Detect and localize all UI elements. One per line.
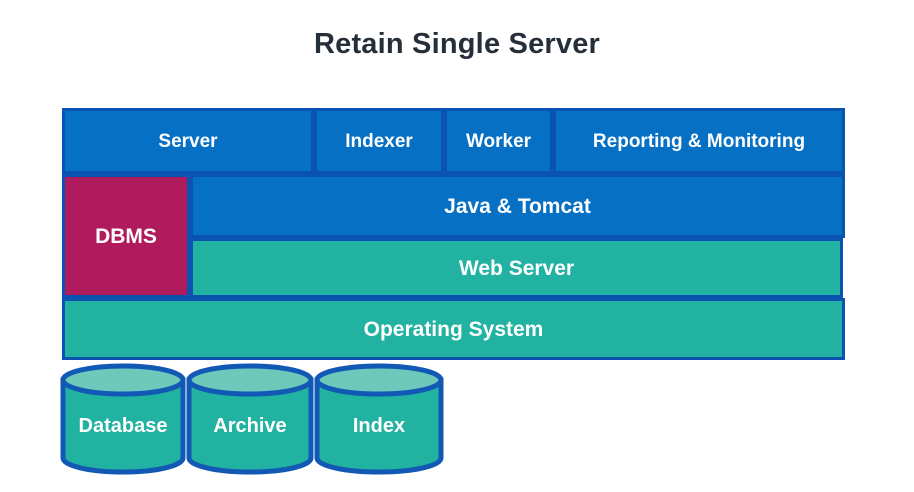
layer-label-dbms: DBMS [95,224,157,248]
storage-cylinder-archive[interactable]: Archive [186,363,314,475]
layer-block-operating-system[interactable]: Operating System [62,298,845,360]
layer-label-operating-system: Operating System [363,317,544,341]
layer-label-worker: Worker [465,130,532,152]
layer-label-server: Server [158,130,218,152]
layer-block-indexer[interactable]: Indexer [314,108,444,174]
layer-block-reporting-monitoring[interactable]: Reporting & Monitoring [553,108,845,174]
layer-label-java-tomcat: Java & Tomcat [444,194,591,218]
layer-block-worker[interactable]: Worker [444,108,553,174]
layer-label-reporting-monitoring: Reporting & Monitoring [592,130,806,152]
layer-block-web-server[interactable]: Web Server [190,238,843,298]
layer-block-server[interactable]: Server [62,108,314,174]
database-cylinder-icon [60,363,186,475]
layer-block-java-tomcat[interactable]: Java & Tomcat [190,174,845,238]
storage-cylinder-database[interactable]: Database [60,363,186,475]
archive-cylinder-icon [186,363,314,475]
layer-label-indexer: Indexer [345,130,413,152]
layer-label-web-server: Web Server [458,256,575,280]
page-title: Retain Single Server [313,28,601,60]
layer-block-dbms[interactable]: DBMS [62,174,190,298]
storage-cylinder-index[interactable]: Index [314,363,444,475]
index-cylinder-icon [314,363,444,475]
